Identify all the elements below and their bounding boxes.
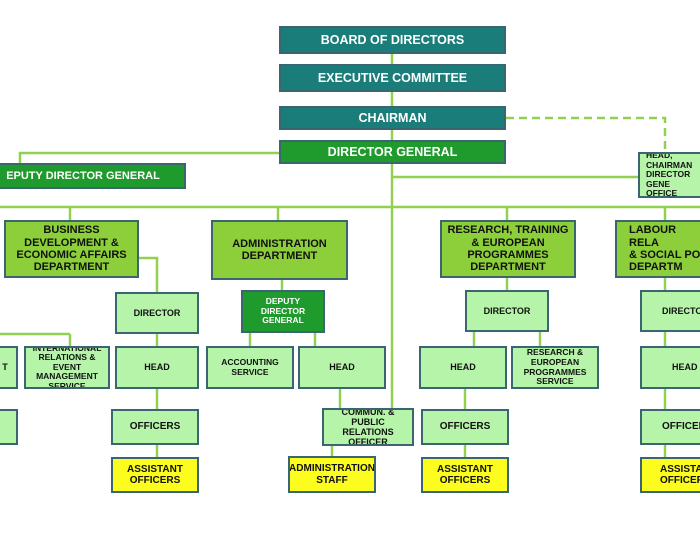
research-director-box: DIRECTOR (465, 290, 549, 332)
research-assistant-officers-label: ASSISTANT OFFICERS (437, 463, 493, 486)
international-relations-service-box: INTERNATIONAL RELATIONS & EVENT MANAGEME… (24, 346, 110, 389)
business-assistant-officers-label: ASSISTANT OFFICERS (127, 463, 183, 486)
business-department-label: BUSINESS DEVELOPMENT & ECONOMIC AFFAIRS … (16, 224, 127, 274)
admin-deputy-director-general-label: DEPUTY DIRECTOR GENERAL (260, 296, 306, 326)
research-department-label: RESEARCH, TRAINING & EUROPEAN PROGRAMMES… (447, 224, 569, 274)
administration-staff-box: ADMINISTRATION STAFF (288, 456, 376, 493)
european-programmes-service-box: RESEARCH & EUROPEAN PROGRAMMES SERVICE (511, 346, 599, 389)
research-officers-box: OFFICERS (421, 409, 509, 445)
board-of-directors-box: BOARD OF DIRECTORS (279, 26, 506, 54)
deputy-director-general-box: EPUTY DIRECTOR GENERAL (0, 163, 186, 189)
administration-staff-label: ADMINISTRATION STAFF (289, 463, 375, 486)
administration-department-box: ADMINISTRATION DEPARTMENT (211, 220, 348, 280)
research-department-box: RESEARCH, TRAINING & EUROPEAN PROGRAMMES… (440, 220, 576, 278)
european-programmes-service-label: RESEARCH & EUROPEAN PROGRAMMES SERVICE (523, 347, 587, 387)
admin-deputy-director-general-box: DEPUTY DIRECTOR GENERAL (241, 290, 325, 333)
communications-officer-box: COMMUN. & PUBLIC RELATIONS OFFICER (322, 408, 414, 446)
labour-department-label: LABOUR RELA & SOCIAL PO DEPARTM (629, 224, 700, 274)
executive-committee-box: EXECUTIVE COMMITTEE (279, 64, 506, 92)
business-partial-box-2 (0, 409, 18, 445)
international-relations-service-label: INTERNATIONAL RELATIONS & EVENT MANAGEME… (32, 346, 102, 389)
business-partial-box-1: T (0, 346, 18, 389)
accounting-service-label: ACCOUNTING SERVICE (221, 356, 279, 377)
director-general-box: DIRECTOR GENERAL (279, 140, 506, 164)
connector (18, 151, 280, 163)
labour-assistant-officers-label: ASSISTA OFFICER (660, 463, 700, 486)
administration-head-box: HEAD (298, 346, 386, 389)
head-chairman-office-box: HEAD, CHAIRMAN DIRECTOR GENE OFFICE (638, 152, 700, 198)
labour-head-box: HEAD (640, 346, 700, 389)
labour-director-box: DIRECTO (640, 290, 700, 332)
labour-officers-label: OFFICER (662, 421, 700, 433)
connector (139, 256, 159, 292)
labour-department-box: LABOUR RELA & SOCIAL PO DEPARTM (615, 220, 700, 278)
research-head-box: HEAD (419, 346, 507, 389)
chairman-box: CHAIRMAN (279, 106, 506, 130)
dashed-connector (506, 116, 667, 152)
head-chairman-office-label: HEAD, CHAIRMAN DIRECTOR GENE OFFICE (646, 152, 693, 198)
labour-officers-box: OFFICER (640, 409, 700, 445)
business-head-box: HEAD (115, 346, 199, 389)
business-officers-box: OFFICERS (111, 409, 199, 445)
labour-director-label: DIRECTO (662, 305, 700, 316)
business-director-box: DIRECTOR (115, 292, 199, 334)
research-assistant-officers-box: ASSISTANT OFFICERS (421, 457, 509, 493)
administration-department-label: ADMINISTRATION DEPARTMENT (232, 237, 327, 262)
labour-assistant-officers-box: ASSISTA OFFICER (640, 457, 700, 493)
accounting-service-box: ACCOUNTING SERVICE (206, 346, 294, 389)
communications-officer-label: COMMUN. & PUBLIC RELATIONS OFFICER (341, 408, 395, 446)
business-assistant-officers-box: ASSISTANT OFFICERS (111, 457, 199, 493)
business-department-box: BUSINESS DEVELOPMENT & ECONOMIC AFFAIRS … (4, 220, 139, 278)
